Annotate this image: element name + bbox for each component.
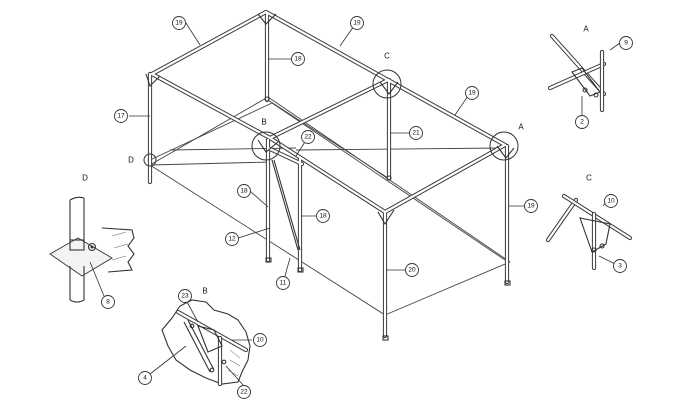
callout-23: 23 — [178, 289, 192, 303]
callout-19-right-post: 19 — [524, 199, 538, 213]
svg-text:20: 20 — [408, 267, 416, 274]
svg-text:9: 9 — [624, 40, 628, 47]
svg-text:11: 11 — [280, 280, 287, 287]
svg-text:10: 10 — [607, 198, 615, 205]
callout-17: 17 — [114, 109, 128, 123]
svg-text:17: 17 — [117, 113, 125, 120]
svg-text:19: 19 — [175, 20, 183, 27]
callout-10-detail-b: 10 — [253, 333, 267, 347]
callout-18-rear-post: 18 — [291, 52, 305, 66]
callout-4: 4 — [138, 371, 152, 385]
svg-text:3: 3 — [618, 263, 622, 270]
svg-text:22: 22 — [240, 389, 248, 396]
detail-marker-d: D — [128, 153, 157, 167]
ground-outline — [149, 96, 511, 316]
callout-8: 8 — [101, 295, 115, 309]
callout-22-main: 22 — [301, 130, 315, 144]
svg-text:18: 18 — [240, 188, 248, 195]
callout-12: 12 — [225, 232, 239, 246]
svg-text:18: 18 — [294, 56, 302, 63]
callout-21: 21 — [409, 126, 423, 140]
svg-text:22: 22 — [304, 134, 312, 141]
svg-text:18: 18 — [319, 213, 327, 220]
callout-22-detail-b: 22 — [237, 385, 251, 399]
svg-text:4: 4 — [143, 375, 147, 382]
callout-19-top-right: 19 — [350, 16, 364, 30]
detail-a-title: A — [583, 25, 589, 34]
detail-c-title: C — [586, 174, 592, 183]
detail-marker-c: C — [372, 52, 402, 99]
svg-text:19: 19 — [353, 20, 361, 27]
detail-marker-b-label: B — [261, 118, 266, 127]
main-leaders — [129, 22, 530, 284]
detail-marker-a: A — [489, 123, 524, 161]
callout-19-top-left: 19 — [172, 16, 186, 30]
detail-marker-b: B — [251, 118, 281, 161]
callout-2: 2 — [575, 115, 589, 129]
svg-text:23: 23 — [181, 293, 189, 300]
detail-d-title: D — [82, 174, 88, 183]
detail-marker-a-label: A — [518, 123, 524, 132]
callout-9: 9 — [619, 36, 633, 50]
detail-b-title: B — [202, 287, 207, 296]
callout-18-door-left: 18 — [237, 184, 251, 198]
detail-marker-d-label: D — [128, 156, 134, 165]
svg-text:21: 21 — [412, 130, 420, 137]
callout-19-right-rail: 19 — [465, 86, 479, 100]
svg-text:10: 10 — [256, 337, 264, 344]
detail-c: C — [545, 174, 633, 271]
frame-tubes — [145, 9, 515, 341]
svg-text:8: 8 — [106, 299, 110, 306]
detail-marker-c-label: C — [384, 52, 390, 61]
detail-a: A — [547, 25, 621, 116]
callout-18-door-right: 18 — [316, 209, 330, 223]
callout-20: 20 — [405, 263, 419, 277]
callout-11: 11 — [276, 276, 290, 290]
svg-text:19: 19 — [468, 90, 476, 97]
detail-b: B — [149, 287, 252, 387]
callout-10-detail-c: 10 — [604, 194, 618, 208]
callout-3: 3 — [613, 259, 627, 273]
detail-d: D — [49, 174, 135, 303]
svg-text:2: 2 — [580, 119, 584, 126]
svg-text:12: 12 — [228, 236, 236, 243]
svg-text:19: 19 — [527, 203, 535, 210]
